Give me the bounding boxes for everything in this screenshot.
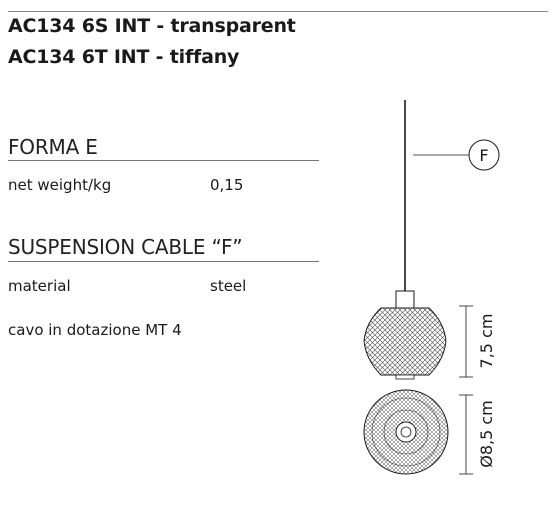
diameter-dimension-label: Ø8,5 cm	[477, 400, 496, 468]
net-weight-label: net weight/kg	[8, 176, 112, 194]
net-weight-value: 0,15	[210, 176, 244, 194]
cable-heading: SUSPENSION CABLE “F”	[8, 235, 243, 259]
height-dimension-label: 7,5 cm	[477, 314, 496, 369]
diameter-dimension	[459, 394, 473, 475]
product-code-tiffany: AC134 6T INT - tiffany	[8, 46, 240, 68]
callout-letter: F	[479, 146, 488, 165]
product-code-transparent: AC134 6S INT - transparent	[8, 15, 296, 37]
lamp-side-view	[363, 290, 447, 380]
material-label: material	[8, 277, 71, 295]
forma-heading: FORMA E	[8, 135, 98, 159]
material-value: steel	[210, 277, 247, 295]
callout-circle	[468, 139, 500, 171]
top-divider	[8, 11, 548, 12]
lamp-bottom-view	[363, 389, 449, 475]
cable-note: cavo in dotazione MT 4	[8, 321, 182, 339]
forma-divider	[8, 160, 319, 161]
height-dimension	[459, 305, 473, 378]
cable-divider	[8, 261, 319, 262]
